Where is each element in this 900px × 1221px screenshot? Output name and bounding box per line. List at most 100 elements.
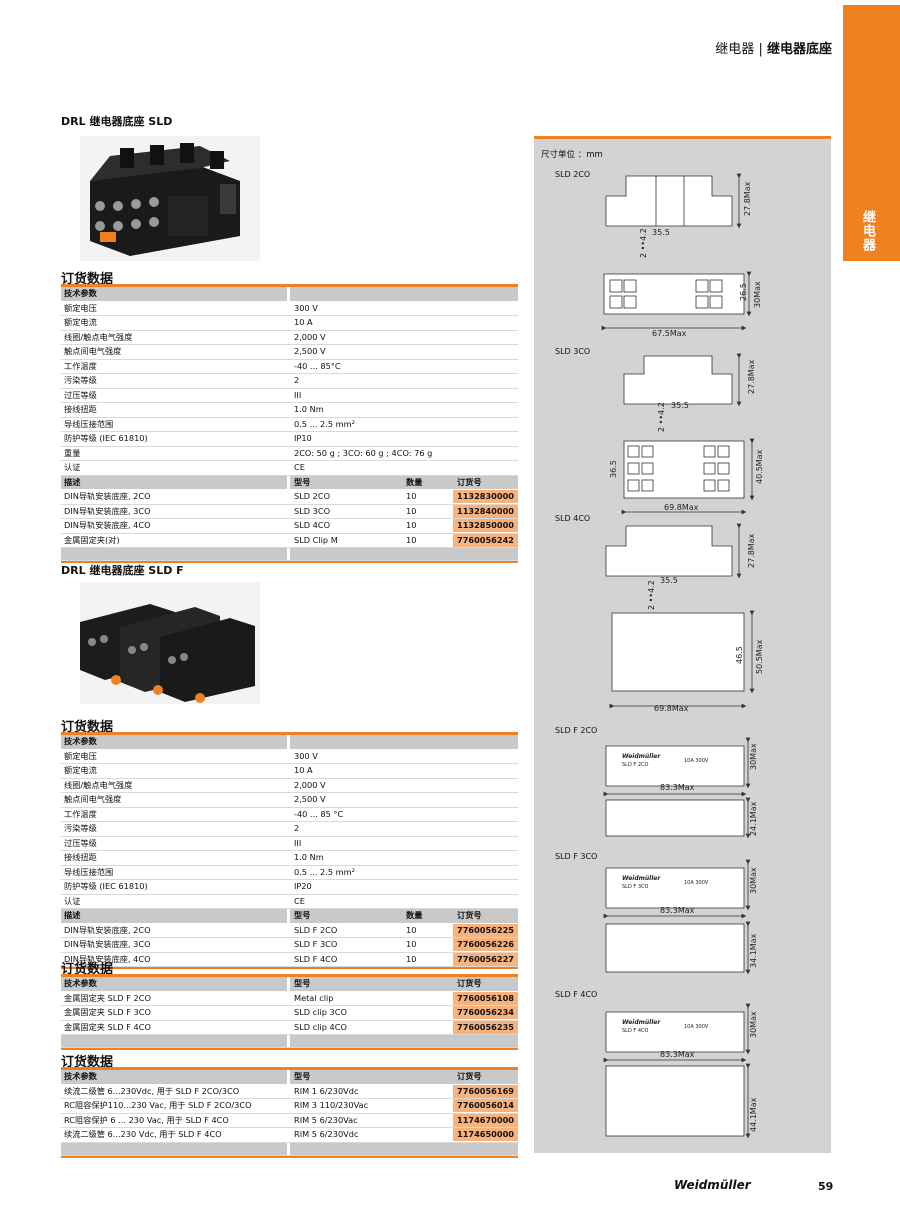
dim-sld4-dmax: 50.5Max	[755, 639, 764, 674]
dim-label-sld-f-3co: SLD F 3CO	[555, 852, 598, 861]
dim-sldf3-w: 83.3Max	[660, 906, 695, 915]
spec-value: 300 V	[294, 750, 318, 761]
table-tail	[61, 1142, 518, 1156]
header-qty: 数量	[406, 910, 423, 920]
spec-row: 工作温度-40 ... 85°C	[61, 360, 518, 374]
table-top-rule	[61, 732, 518, 735]
dim-sldf3-d: 34.1Max	[749, 933, 758, 968]
order-cell: 10	[406, 953, 417, 964]
order-cell: SLD 2CO	[294, 491, 331, 501]
spec-label: 接线扭距	[64, 404, 97, 414]
spec-value: 2CO: 50 g ; 3CO: 60 g ; 4CO: 76 g	[294, 447, 433, 458]
dim-sld2-d: 26.5	[739, 283, 748, 301]
spec-label: 认证	[64, 462, 81, 472]
spec-value: III	[294, 837, 302, 848]
header-tech: 技术参数	[64, 1071, 97, 1081]
order-cell: RIM 5 6/230Vdc	[294, 1129, 359, 1139]
spec-row: 额定电压 300 V	[61, 750, 518, 764]
spec-row: 防护等级 (IEC 61810)IP20	[61, 880, 518, 895]
spec-value: IP10	[294, 433, 312, 443]
order-cell: DIN导轨安装底座, 2CO	[64, 924, 151, 935]
table-tail	[61, 548, 518, 561]
order-cell: RIM 1 6/230Vdc	[294, 1085, 359, 1096]
header-order-no: 订货号	[457, 978, 482, 988]
dim-label-sld-4co: SLD 4CO	[555, 514, 591, 523]
header-desc: 描述	[64, 910, 81, 920]
spec-row: 触点间电气强度 2,500 V	[61, 793, 518, 808]
order-cell: 金属固定夹 SLD F 4CO	[64, 1021, 151, 1032]
spec-value: 2	[294, 823, 300, 833]
dim-sld2-gap: 2 ••4.2	[639, 228, 648, 258]
spec-value: CE	[294, 462, 305, 472]
spec-value: 2,000 V	[294, 779, 326, 790]
spec-label: 导线压接范围	[64, 418, 114, 429]
dim-sldf3-model: SLD F 3CO	[622, 884, 649, 890]
dim-sld3-h: 27.8Max	[747, 359, 756, 394]
spec-row: 认证 CE	[61, 461, 518, 476]
spec-row: 工作温度-40 ... 85 °C	[61, 808, 518, 822]
dim-label-sld-3co: SLD 3CO	[555, 347, 591, 356]
table-top-rule	[61, 284, 518, 287]
spec-label: 触点间电气强度	[64, 346, 122, 356]
spec-value: CE	[294, 895, 305, 906]
order-number: 1132850000	[453, 519, 518, 532]
dim-sld4-gap: 2 ••4.2	[647, 580, 656, 610]
order-header: 描述 型号 数量 订货号	[61, 475, 518, 490]
chapter-tab: 继电器	[843, 5, 900, 261]
dim-sld3-d: 36.5	[609, 460, 618, 478]
order-cell: SLD F 4CO	[294, 953, 338, 964]
order-number: 7760056235	[453, 1020, 518, 1034]
spec-label: 导线压接范围	[64, 866, 114, 877]
dim-sldf2-rating: 10A 300V	[684, 758, 709, 764]
spec-row: 线圈/触点电气强度 2,000 V	[61, 779, 518, 793]
dim-sldf2-model: SLD F 2CO	[622, 762, 649, 768]
spec-value: 0.5 ... 2.5 mm²	[294, 866, 355, 877]
order-cell: SLD Clip M	[294, 534, 338, 545]
dim-sldf3-rating: 10A 300V	[684, 880, 709, 886]
header-order-no: 订货号	[457, 1071, 482, 1081]
tech-header: 技术参数	[64, 736, 97, 746]
dim-label-sld-f-2co: SLD F 2CO	[555, 726, 598, 735]
order-data-title-1: 订货数据	[61, 272, 114, 287]
order-cell: DIN导轨安装底座, 3CO	[64, 505, 151, 516]
order-number: 7760056108	[453, 991, 518, 1005]
dim-sld4-pin: 35.5	[660, 576, 678, 585]
spec-label: 触点间电气强度	[64, 794, 122, 804]
order-data-title-4: 订货数据	[61, 1055, 114, 1070]
order-cell: SLD clip 3CO	[294, 1007, 347, 1017]
table-bottom-rule	[61, 561, 518, 563]
brand-logo: Weidmüller	[674, 1178, 751, 1192]
order-cell: SLD F 3CO	[294, 939, 338, 949]
order-cell: 10	[406, 505, 417, 516]
dim-sldf4-model: SLD F 4CO	[622, 1028, 649, 1034]
spec-label: 过压等级	[64, 837, 97, 848]
spec-label: 接线扭距	[64, 852, 97, 862]
order-cell: DIN导轨安装底座, 3CO	[64, 939, 151, 949]
module-table: 技术参数 型号 订货号 续流二级管 6...230Vdc, 用于 SLD F 2…	[61, 1067, 518, 1158]
spec-value: 2,500 V	[294, 794, 326, 804]
order-cell: 金属固定夹(对)	[64, 534, 120, 545]
spec-label: 线圈/触点电气强度	[64, 331, 133, 342]
spec-row: 防护等级 (IEC 61810)IP10	[61, 432, 518, 447]
spec-label: 额定电压	[64, 750, 97, 761]
spec-label: 认证	[64, 895, 81, 906]
spec-label: 额定电流	[64, 317, 97, 327]
header-tech: 技术参数	[64, 978, 97, 988]
spec-row: 认证 CE	[61, 895, 518, 909]
dim-sld4-w: 69.8Max	[654, 704, 689, 713]
dim-sld2-h: 27.8Max	[743, 181, 752, 216]
spec-label: 污染等级	[64, 375, 97, 385]
spec-label: 线圈/触点电气强度	[64, 779, 133, 790]
